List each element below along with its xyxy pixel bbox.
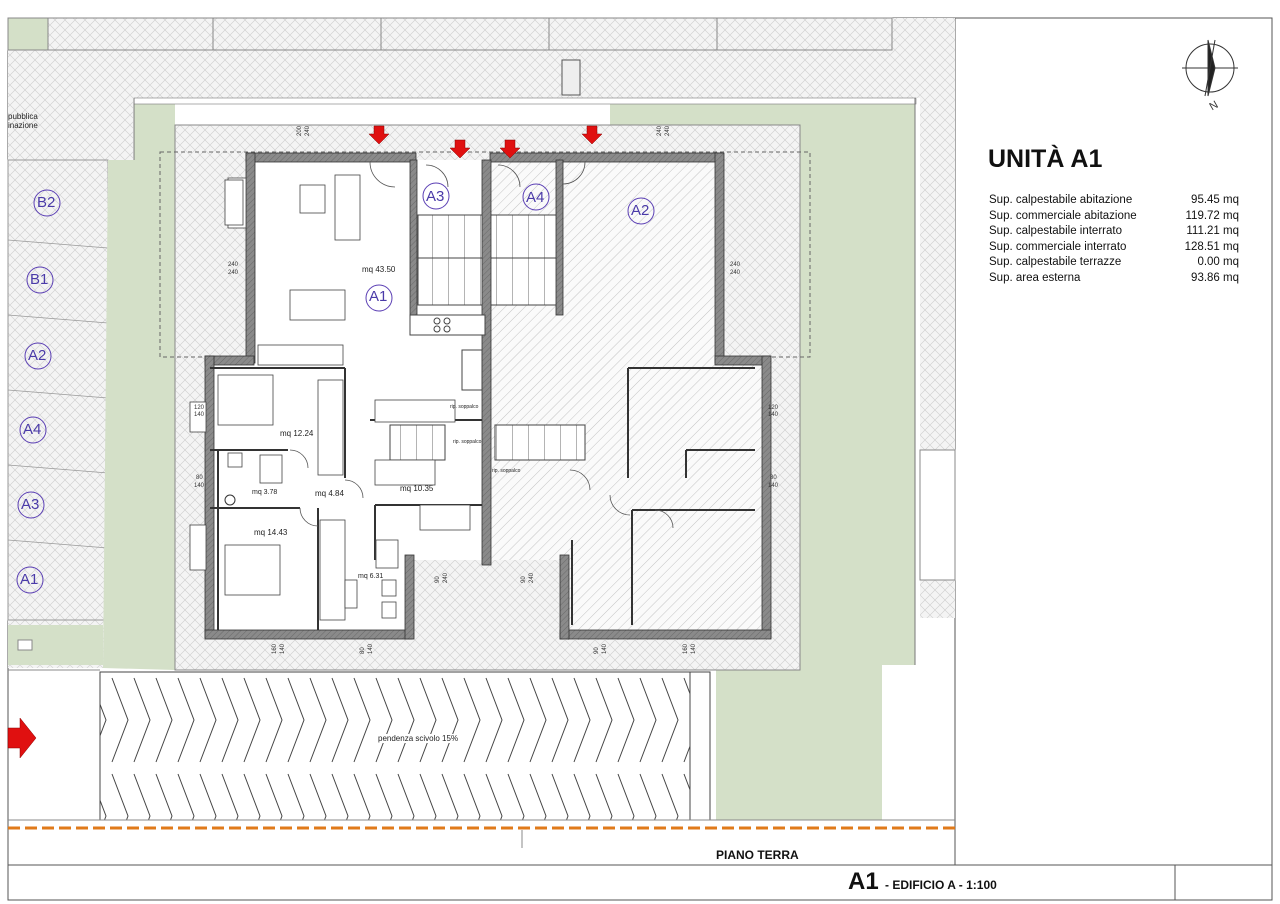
area-label: Sup. calpestabile abitazione — [989, 194, 1133, 206]
area-value: 119.72 mq — [1185, 209, 1240, 222]
area-row: Sup. calpestabile abitazione 95.45 mq — [989, 193, 1239, 209]
area-label: Sup. commerciale interrato — [989, 240, 1127, 253]
area-label: Sup. commerciale abitazione — [989, 209, 1137, 222]
sheet-subtitle: - EDIFICIO A - 1:100 — [885, 878, 997, 892]
floor-label: PIANO TERRA — [716, 848, 799, 862]
area-value: 0.00 mq — [1197, 256, 1239, 268]
area-row: Sup. area esterna 93.86 mq — [989, 271, 1239, 287]
sheet-code: A1 — [848, 868, 879, 895]
area-value: 95.45 mq — [1191, 194, 1239, 206]
area-row: Sup. calpestabile interrato 111.21 mq — [989, 224, 1239, 240]
info-panel: UNITÀ A1 Sup. calpestabile abitazione 95… — [955, 20, 1270, 865]
area-row: Sup. commerciale interrato 128.51 mq — [989, 240, 1239, 256]
area-label: Sup. calpestabile terrazze — [989, 256, 1122, 268]
unit-title: UNITÀ A1 — [988, 145, 1103, 173]
area-value: 128.51 mq — [1184, 240, 1239, 253]
area-row: Sup. commerciale abitazione 119.72 mq — [989, 209, 1239, 225]
north-compass-icon — [1182, 39, 1238, 97]
area-value: 93.86 mq — [1191, 271, 1239, 284]
area-label: Sup. area esterna — [989, 271, 1081, 284]
area-value: 111.21 mq — [1186, 225, 1239, 237]
area-row: Sup. calpestabile terrazze 0.00 mq — [989, 255, 1239, 271]
area-label: Sup. calpestabile interrato — [989, 225, 1122, 237]
area-table: Sup. calpestabile abitazione 95.45 mq Su… — [989, 193, 1239, 286]
